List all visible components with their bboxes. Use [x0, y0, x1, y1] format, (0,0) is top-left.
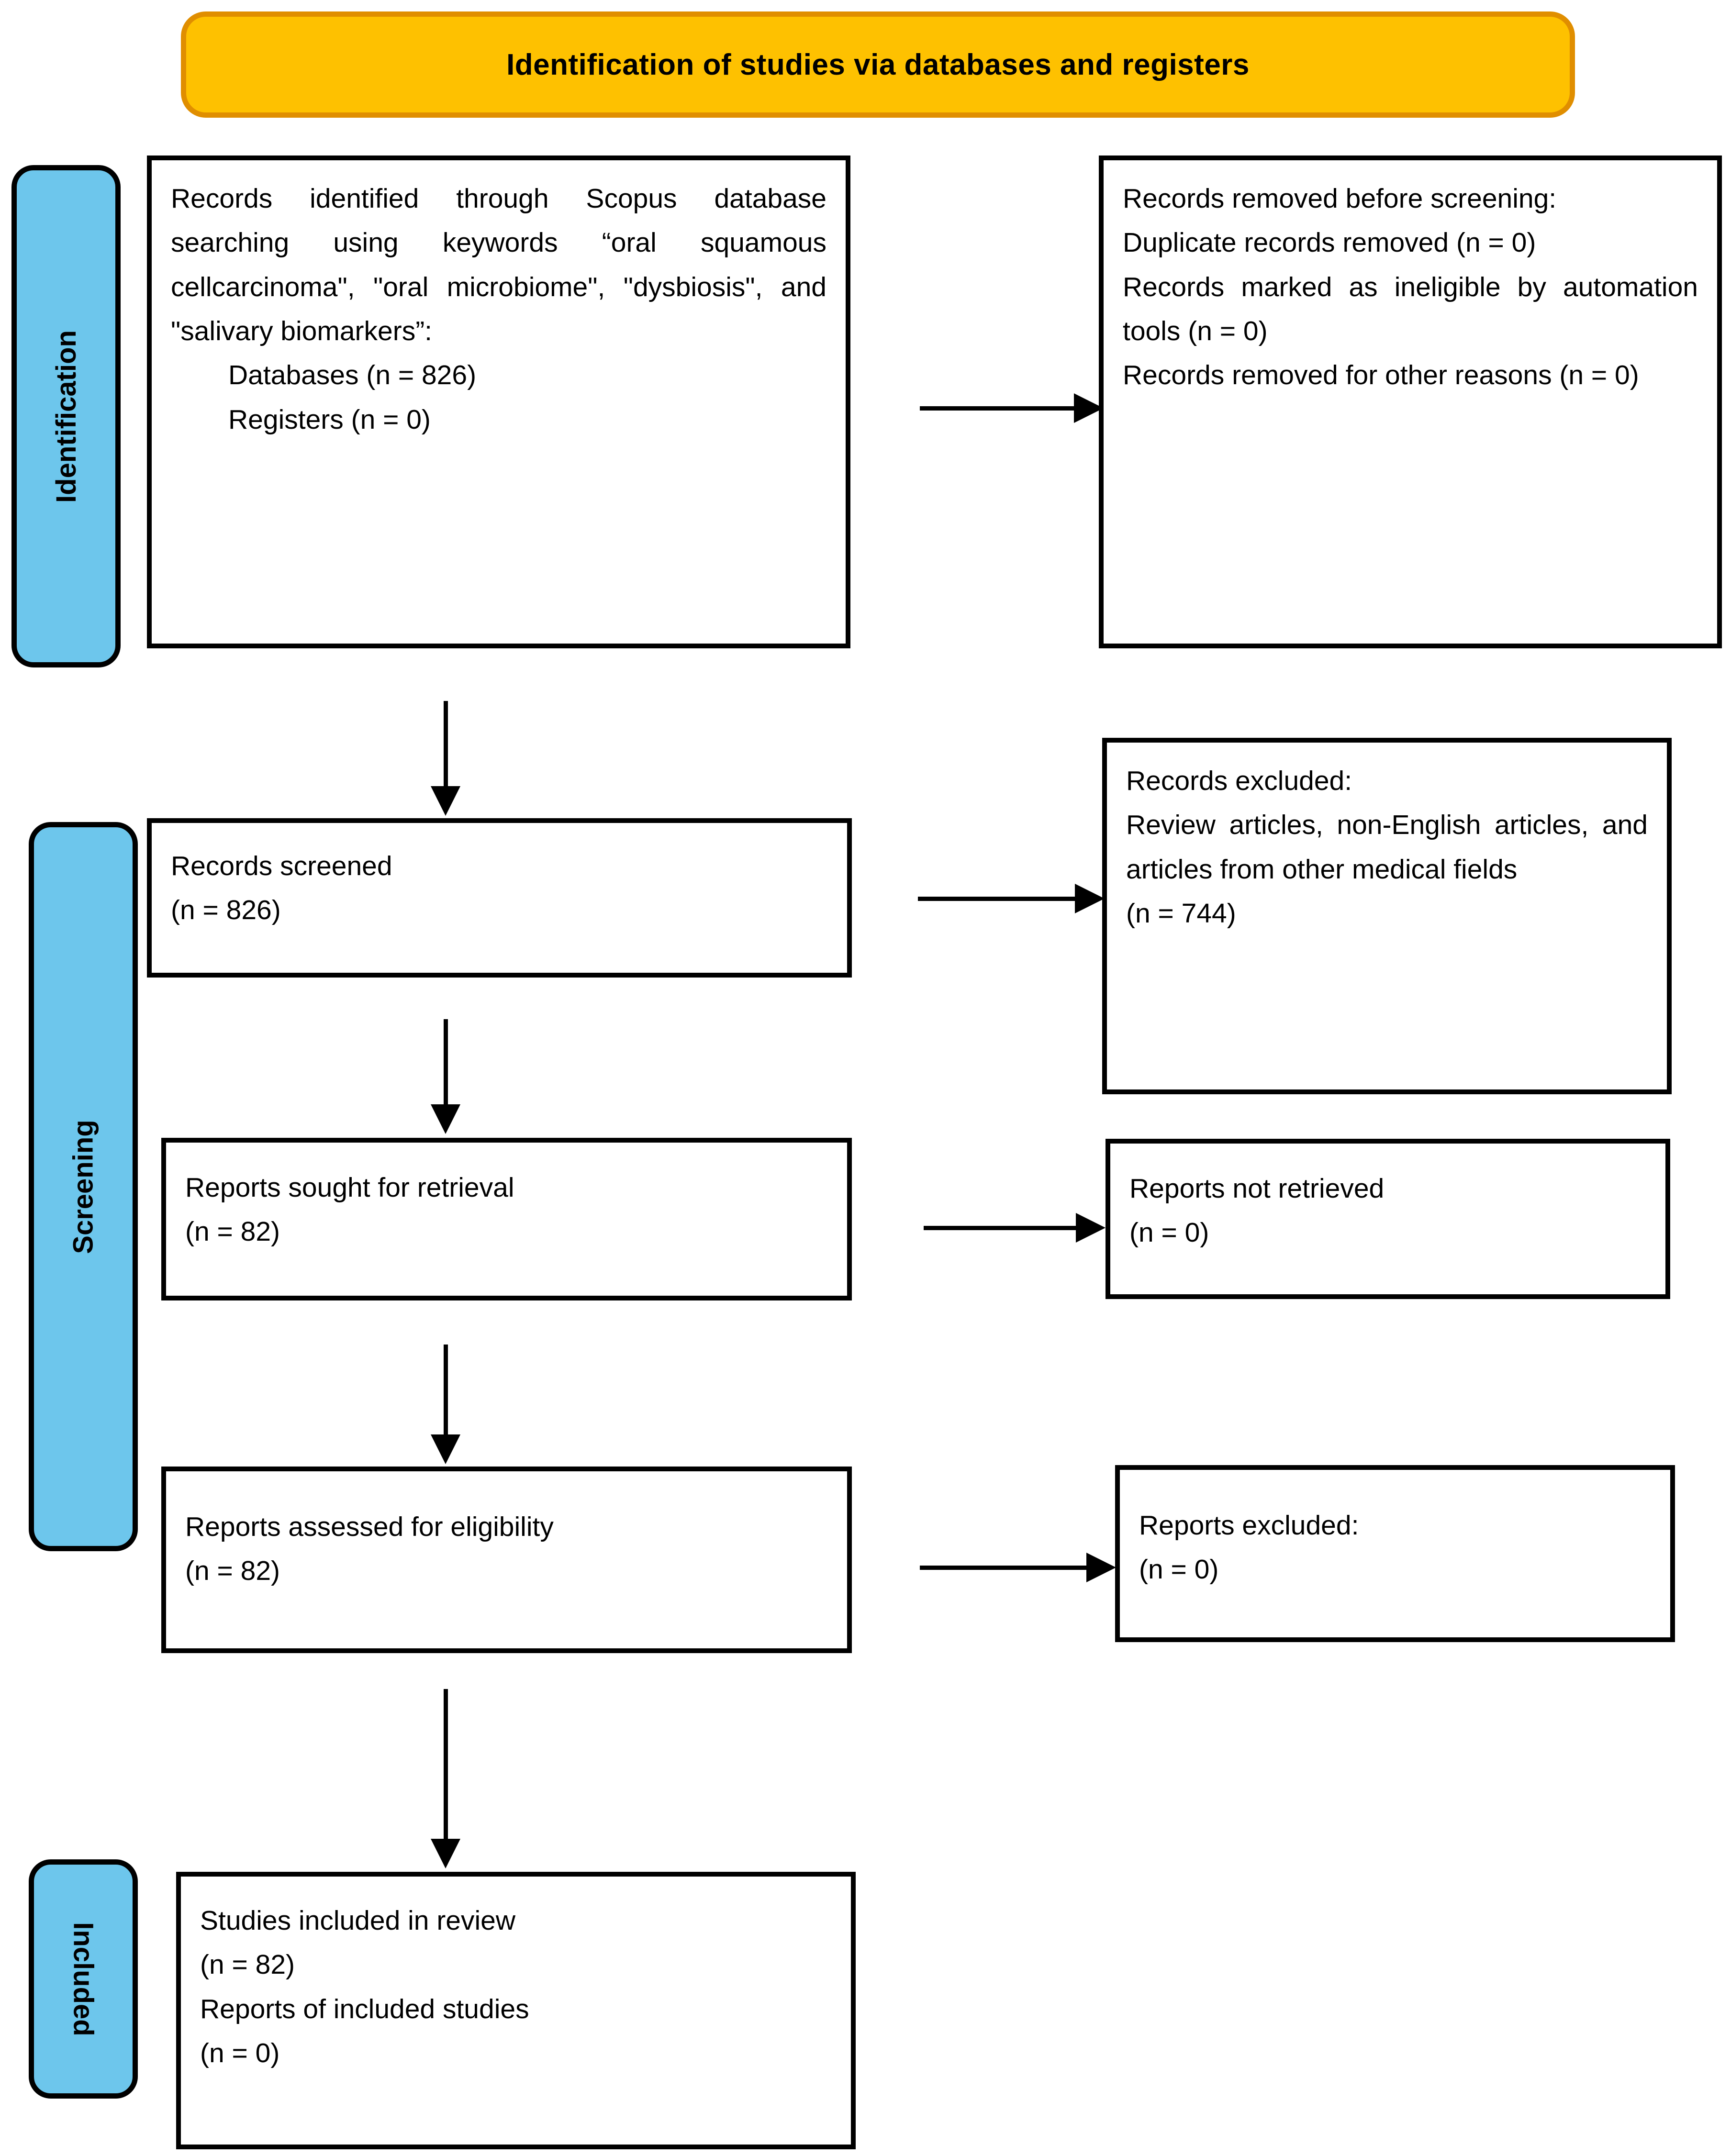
stage-label-identification-text: Identification	[50, 330, 82, 503]
box-records-identified: Records identified through Scopus databa…	[147, 156, 850, 648]
diagram-title: Identification of studies via databases …	[506, 48, 1250, 81]
reports-sought-count: (n = 82)	[185, 1216, 280, 1247]
reports-not-retrieved-label: Reports not retrieved	[1129, 1173, 1385, 1204]
arrow-head-down-icon	[431, 786, 460, 816]
records-removed-duplicate: Duplicate records removed (n = 0)	[1123, 227, 1536, 258]
arrow-shaft	[444, 1689, 448, 1839]
box-reports-sought: Reports sought for retrieval (n = 82)	[161, 1138, 852, 1300]
records-excluded-reasons: Review articles, non-English articles, a…	[1126, 810, 1648, 885]
arrow-shaft	[920, 406, 1074, 411]
arrow-head-right-icon	[1075, 884, 1105, 913]
reports-excluded-label: Reports excluded:	[1139, 1510, 1359, 1541]
stage-label-screening: Screening	[29, 822, 138, 1551]
records-excluded-count: (n = 744)	[1126, 898, 1236, 929]
arrow-screened-to-sought	[431, 1019, 460, 1134]
arrow-sought-to-not-retrieved	[924, 1213, 1106, 1243]
records-removed-ineligible: Records marked as ineligible by automati…	[1123, 271, 1698, 346]
box-studies-included: Studies included in review (n = 82) Repo…	[176, 1872, 856, 2149]
arrow-identified-to-removed	[920, 393, 1104, 423]
arrow-head-down-icon	[431, 1434, 460, 1464]
box-records-screened: Records screened (n = 826)	[147, 818, 852, 978]
records-identified-databases: Databases (n = 826)	[228, 360, 477, 391]
reports-sought-label: Reports sought for retrieval	[185, 1172, 514, 1203]
studies-included-count: (n = 82)	[200, 1949, 295, 1980]
box-reports-excluded: Reports excluded: (n = 0)	[1115, 1465, 1675, 1642]
stage-label-included-text: Included	[67, 1922, 99, 2036]
reports-eligibility-count: (n = 82)	[185, 1556, 280, 1587]
arrow-head-right-icon	[1074, 393, 1104, 423]
records-identified-registers: Registers (n = 0)	[228, 404, 431, 435]
reports-excluded-count: (n = 0)	[1139, 1554, 1219, 1585]
reports-included-count: (n = 0)	[200, 2037, 280, 2068]
arrow-shaft	[918, 897, 1075, 901]
records-identified-body: Records identified through Scopus databa…	[171, 183, 826, 346]
arrow-shaft	[444, 1019, 448, 1104]
diagram-header-banner: Identification of studies via databases …	[181, 11, 1575, 118]
box-reports-not-retrieved: Reports not retrieved (n = 0)	[1106, 1139, 1670, 1299]
arrow-identified-to-screened	[431, 701, 460, 816]
records-removed-heading: Records removed before screening:	[1123, 183, 1557, 214]
box-records-removed: Records removed before screening: Duplic…	[1099, 156, 1722, 648]
arrow-head-right-icon	[1076, 1213, 1106, 1243]
arrow-eligibility-to-included	[431, 1689, 460, 1868]
arrow-shaft	[920, 1566, 1086, 1570]
arrow-sought-to-eligibility	[431, 1345, 460, 1464]
reports-eligibility-label: Reports assessed for eligibility	[185, 1511, 554, 1542]
arrow-shaft	[924, 1226, 1076, 1230]
arrow-eligibility-to-reports-excluded	[920, 1553, 1116, 1582]
stage-label-screening-text: Screening	[67, 1119, 99, 1254]
box-reports-assessed-eligibility: Reports assessed for eligibility (n = 82…	[161, 1467, 852, 1653]
arrow-head-right-icon	[1086, 1553, 1116, 1582]
arrow-head-down-icon	[431, 1839, 460, 1868]
box-records-excluded: Records excluded: Review articles, non-E…	[1102, 738, 1672, 1094]
records-screened-count: (n = 826)	[171, 895, 281, 926]
stage-label-identification: Identification	[11, 165, 121, 667]
arrow-shaft	[444, 701, 448, 786]
reports-included-label: Reports of included studies	[200, 1993, 529, 2024]
records-removed-other: Records removed for other reasons (n = 0…	[1123, 360, 1639, 391]
records-screened-label: Records screened	[171, 851, 392, 881]
stage-label-included: Included	[29, 1859, 138, 2099]
records-excluded-heading: Records excluded:	[1126, 766, 1352, 796]
studies-included-label: Studies included in review	[200, 1905, 516, 1936]
arrow-shaft	[444, 1345, 448, 1434]
arrow-head-down-icon	[431, 1104, 460, 1134]
reports-not-retrieved-count: (n = 0)	[1129, 1217, 1209, 1248]
arrow-screened-to-excluded	[918, 884, 1105, 913]
